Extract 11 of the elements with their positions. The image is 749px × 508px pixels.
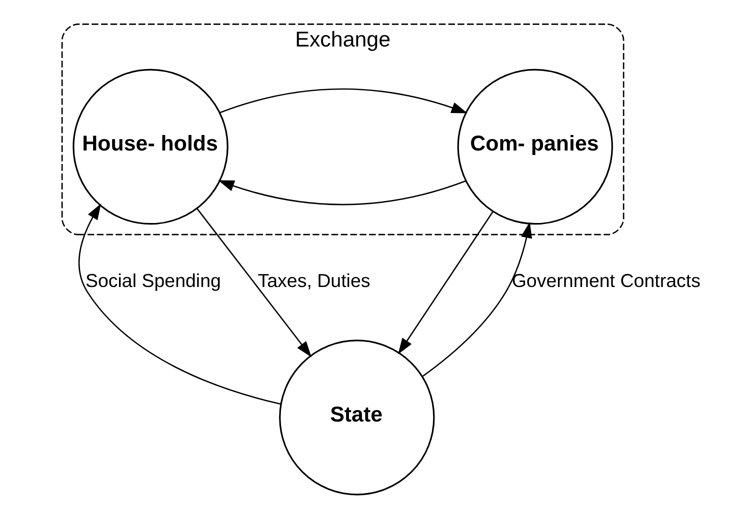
edge-label: Social Spending bbox=[84, 270, 220, 292]
arrow bbox=[218, 180, 466, 206]
arrow bbox=[196, 208, 311, 358]
node-circle: House- holds bbox=[72, 68, 228, 225]
arrow bbox=[219, 88, 467, 114]
arrow bbox=[78, 204, 280, 405]
arrow bbox=[421, 222, 532, 378]
node-circle: Com- panies bbox=[456, 68, 612, 225]
edge-label: Taxes, Duties bbox=[257, 270, 370, 292]
arrow bbox=[398, 211, 493, 354]
edge-label: Government Contracts bbox=[511, 270, 700, 292]
